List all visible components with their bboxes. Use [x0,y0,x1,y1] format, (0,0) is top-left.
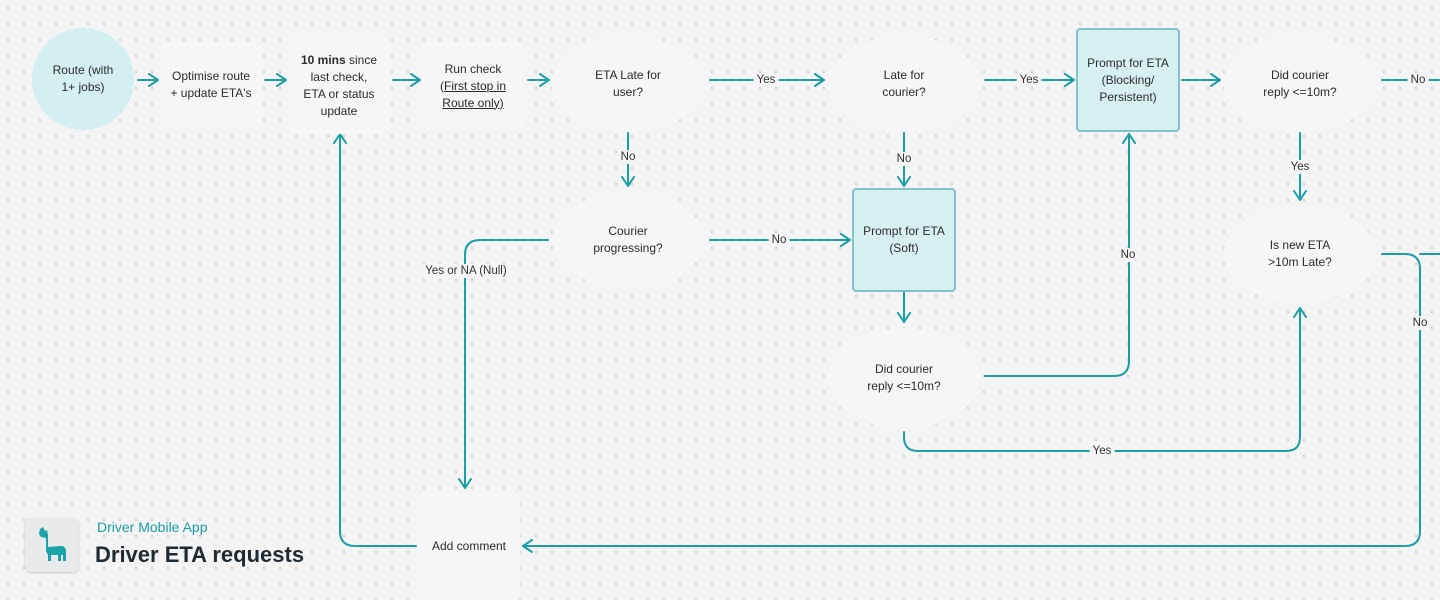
app-name-label: Driver Mobile App [97,519,208,535]
edge-label-no-reply-mid: No [1117,248,1139,262]
edge-label-yes-user-late: Yes [753,73,779,87]
trigger-node[interactable]: 10 mins since last check, ETA or status … [288,38,390,134]
edge-label-no-user-late: No [617,150,639,164]
edge-replymid-blocking [984,133,1136,377]
edge-label-no-progressing: No [768,233,790,247]
edge-label-yes-courier-late: Yes [1016,73,1042,87]
edge-label-no-new-eta: No [1409,316,1431,330]
is-new-eta-late-decision[interactable]: Is new ETA>10m Late? [1224,206,1376,302]
edge-label-yes-reply-mid: Yes [1089,444,1115,458]
board-title-block: Driver Mobile App Driver ETA requests [25,516,325,576]
prompt-eta-blocking-node[interactable]: Prompt for ETA(Blocking/Persistent) [1076,28,1180,132]
edge-label-yes-or-na: Yes or NA (Null) [422,264,510,278]
edge-progressing-comment [458,239,549,489]
llama-icon [25,518,79,572]
trigger-bold-text: 10 mins [300,53,346,67]
edge-comment-trigger [333,133,417,547]
edge-neweta-comment [522,253,1421,553]
add-comment-node[interactable]: Add comment [418,492,520,600]
optimise-route-node[interactable]: Optimise route+ update ETA's [160,42,262,128]
board-title: Driver ETA requests [95,542,305,567]
edge-label-no-top-right: No [1407,73,1429,87]
run-check-node[interactable]: Run check (First stop in Route only) [422,42,524,130]
prompt-eta-soft-node[interactable]: Prompt for ETA(Soft) [852,188,956,292]
edge-label-no-courier-late: No [893,152,915,166]
edge-label-yes-reply-top: Yes [1287,160,1313,174]
